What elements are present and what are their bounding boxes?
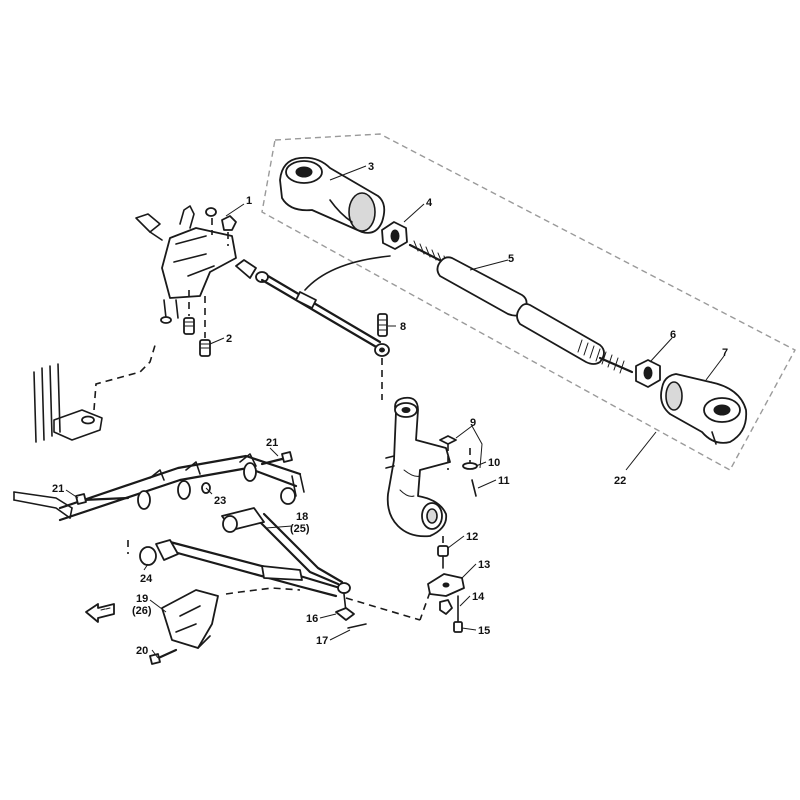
label-part-21-left: 21 [52,483,64,495]
label-part-22: 22 [614,475,626,487]
label-part-8: 8 [400,321,406,333]
chassis-frame-left [33,341,157,443]
label-part-2: 2 [226,333,232,345]
label-part-20: 20 [136,645,148,657]
front-direction-arrow-icon [85,603,115,623]
lower-arm-bracket [58,453,305,522]
skid-guard [149,587,301,665]
knuckle-hardware [439,435,478,497]
arm-nut-and-pin [335,607,367,629]
lower-a-arm [127,487,421,621]
label-part-4: 4 [426,197,433,209]
label-part-14: 14 [472,591,485,603]
label-part-16: 16 [306,613,318,625]
label-part-6: 6 [670,329,676,341]
label-part-12: 12 [466,531,478,543]
label-part-11: 11 [498,475,510,487]
callout-lines [65,165,725,659]
nut-right [635,359,661,388]
label-part-26: (26) [132,605,152,617]
label-part-25: (25) [290,523,310,535]
label-part-13: 13 [478,559,490,571]
ball-joint-end-right [660,373,748,445]
label-part-23: 23 [214,495,226,507]
label-part-15: 15 [478,625,490,637]
adjuster-sleeve [408,240,634,374]
frame-bracket-assembly [135,205,237,324]
label-part-10: 10 [488,457,500,469]
arm-bolts [75,451,293,505]
label-part-19: 19 [136,593,148,605]
chassis-rail-left [13,491,73,519]
bracket-bolts [183,290,211,357]
label-part-1: 1 [246,195,252,207]
nut-left [381,221,408,250]
tie-rod-assembly [235,259,390,357]
tie-rod-detail-panel [261,133,796,471]
lower-ball-joint-hardware [419,536,465,633]
label-part-24: 24 [140,573,153,585]
label-part-9: 9 [470,417,476,429]
label-part-7: 7 [722,347,728,359]
part-labels: 1 2 3 4 5 6 7 8 9 10 11 12 13 14 15 16 1… [52,161,728,657]
label-part-17: 17 [316,635,328,647]
ball-joint-end-left [279,156,386,234]
label-part-18: 18 [296,511,308,523]
steering-knuckle [385,396,451,538]
label-part-5: 5 [508,253,514,265]
label-part-21-right: 21 [266,437,278,449]
tie-rod-stud [377,313,388,400]
label-part-3: 3 [368,161,374,173]
